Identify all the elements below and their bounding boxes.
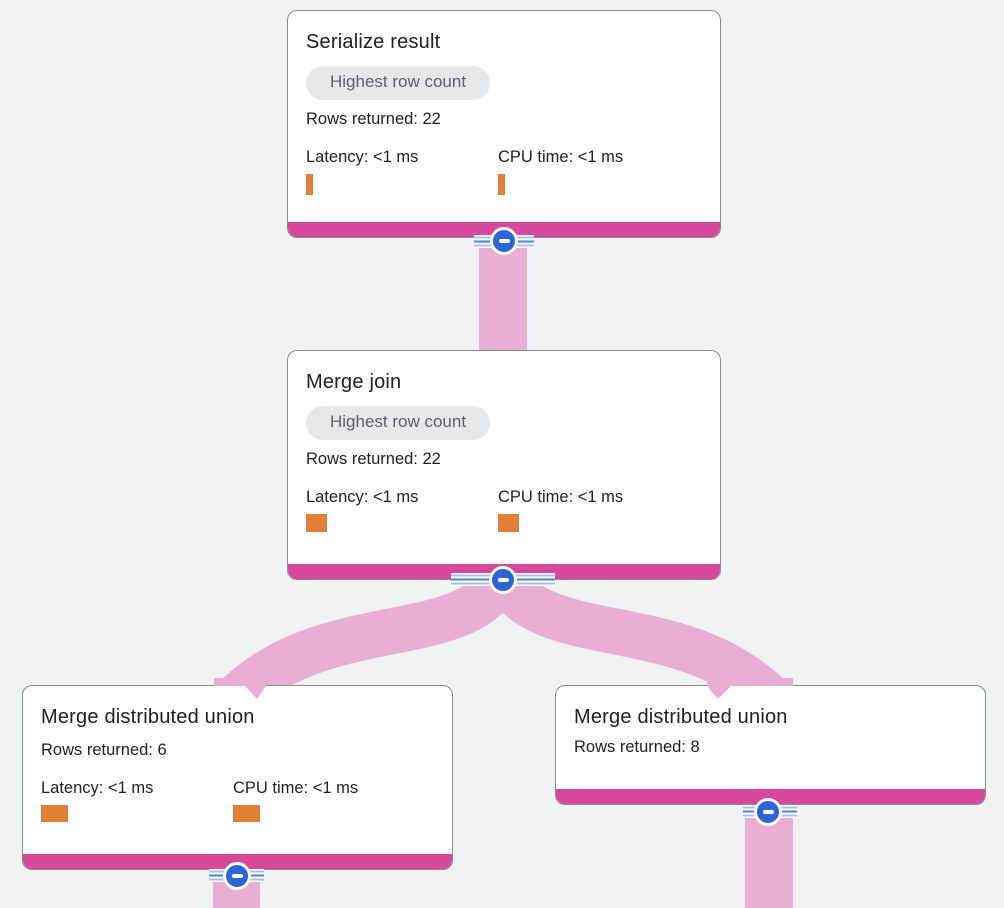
node-title: Merge distributed union <box>574 706 788 728</box>
latency-metric: Latency: <1 ms <box>306 488 498 532</box>
cpu-time-metric: CPU time: <1 ms <box>233 779 425 822</box>
plan-node-merge-distributed-union-right[interactable]: Merge distributed union Rows returned: 8 <box>555 685 986 805</box>
collapse-node-button-merge-join[interactable] <box>489 566 517 594</box>
node-title: Serialize result <box>306 31 441 53</box>
cpu-time-bar <box>498 174 505 195</box>
latency-bar <box>41 805 68 822</box>
collapse-node-button-serialize-result[interactable] <box>490 227 518 255</box>
cpu-time-metric: CPU time: <1 ms <box>498 488 690 532</box>
node-title: Merge join <box>306 371 402 393</box>
minus-icon <box>498 239 510 243</box>
highest-row-count-badge: Highest row count <box>306 66 491 100</box>
node-accent-bar <box>23 854 452 869</box>
collapse-node-button-merge-distributed-union-right[interactable] <box>754 798 782 826</box>
cpu-time-bar <box>498 514 519 532</box>
cpu-time-metric: CPU time: <1 ms <box>498 148 690 195</box>
rows-returned-text: Rows returned: 6 <box>41 741 167 759</box>
minus-icon <box>762 810 774 814</box>
plan-node-serialize-result[interactable]: Serialize result Highest row count Rows … <box>287 10 721 238</box>
collapse-node-button-merge-distributed-union-left[interactable] <box>223 862 251 890</box>
latency-label: Latency: <1 ms <box>306 488 419 506</box>
highest-row-count-badge: Highest row count <box>306 406 491 440</box>
plan-node-merge-join[interactable]: Merge join Highest row count Rows return… <box>287 350 721 580</box>
latency-bar <box>306 514 327 532</box>
latency-bar <box>306 174 313 195</box>
edge-merge-distributed-union-right-to-merge-join <box>480 551 789 717</box>
cpu-time-label: CPU time: <1 ms <box>233 779 359 797</box>
plan-node-merge-distributed-union-left[interactable]: Merge distributed union Rows returned: 6… <box>22 685 453 870</box>
cpu-time-bar <box>233 805 260 822</box>
rows-returned-text: Rows returned: 8 <box>574 738 700 756</box>
metrics-row: Latency: <1 ms CPU time: <1 ms <box>41 779 434 822</box>
latency-metric: Latency: <1 ms <box>306 148 498 195</box>
latency-metric: Latency: <1 ms <box>41 779 233 822</box>
cpu-time-label: CPU time: <1 ms <box>498 148 624 166</box>
latency-label: Latency: <1 ms <box>41 779 154 797</box>
edge-merge-distributed-union-left-to-merge-join <box>217 551 526 717</box>
node-title: Merge distributed union <box>41 706 255 728</box>
rows-returned-text: Rows returned: 22 <box>306 450 441 468</box>
cpu-time-label: CPU time: <1 ms <box>498 488 624 506</box>
minus-icon <box>497 578 509 582</box>
rows-returned-text: Rows returned: 22 <box>306 110 441 128</box>
minus-icon <box>231 874 243 878</box>
node-accent-bar <box>556 789 985 804</box>
latency-label: Latency: <1 ms <box>306 148 419 166</box>
metrics-row: Latency: <1 ms CPU time: <1 ms <box>306 148 702 195</box>
metrics-row: Latency: <1 ms CPU time: <1 ms <box>306 488 702 532</box>
